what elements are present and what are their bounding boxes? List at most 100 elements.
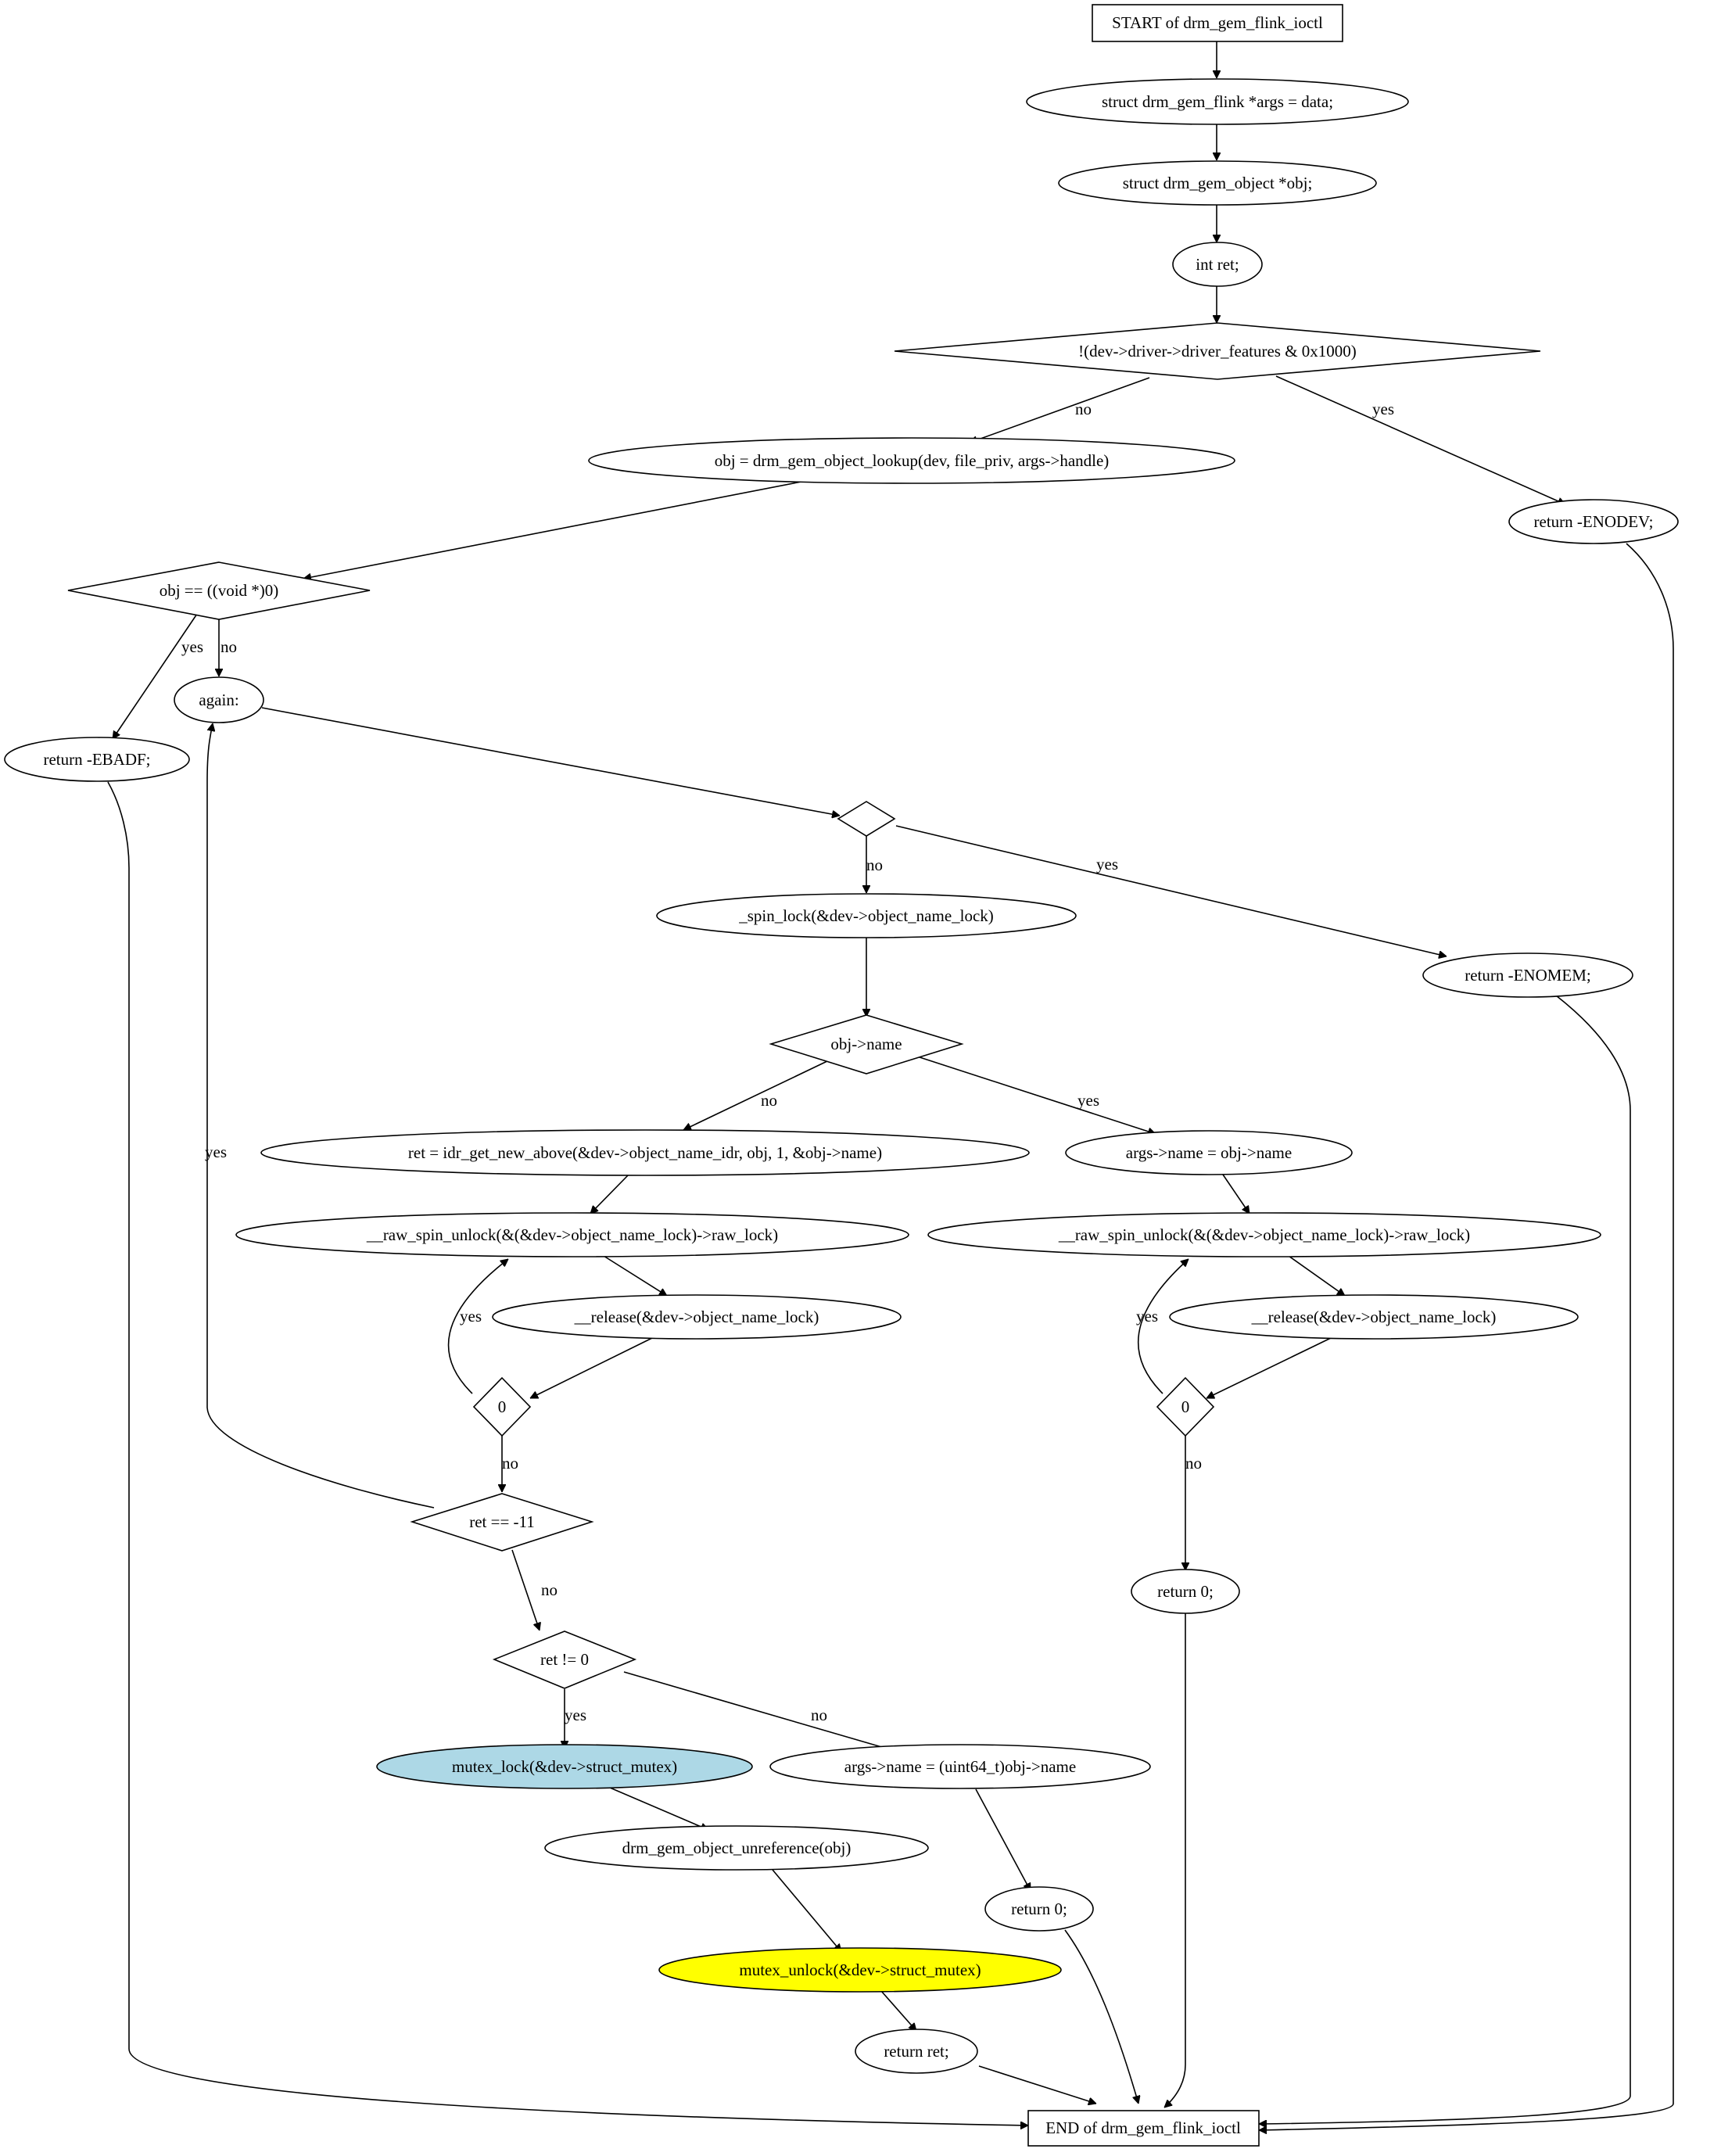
ret-nonzero-check-node: ret != 0 xyxy=(492,1630,637,1689)
edge-argscast-return xyxy=(975,1788,1031,1891)
unreference-label: drm_gem_object_unreference(obj) xyxy=(622,1839,852,1857)
edge-mutexunlock-returnret xyxy=(880,1990,916,2031)
args-name-assign-label: args->name = obj->name xyxy=(1126,1143,1292,1162)
edge-label-objnull-no: no xyxy=(221,637,237,656)
obj-decl-label: struct drm_gem_object *obj; xyxy=(1123,174,1313,192)
mutex-unlock-label: mutex_unlock(&dev->struct_mutex) xyxy=(739,1960,981,1979)
edge-enodev-end xyxy=(1259,543,1674,2130)
again-label-text: again: xyxy=(199,691,238,709)
return-ebadf-label: return -EBADF; xyxy=(43,750,150,769)
idr-get-node: ret = idr_get_new_above(&dev->object_nam… xyxy=(260,1129,1030,1176)
obj-name-check-label: obj->name xyxy=(830,1035,902,1053)
edge-label-nonzero-yes: yes xyxy=(565,1706,586,1724)
edge-returnzero-right-end xyxy=(1164,1613,1186,2108)
release-right-label: __release(&dev->object_name_lock) xyxy=(1251,1308,1497,1326)
edge-label-zero-left-yes: yes xyxy=(460,1307,482,1326)
edge-namecheck-idr xyxy=(683,1060,830,1131)
edge-enomem-end xyxy=(1259,995,1631,2124)
args-name-cast-node: args->name = (uint64_t)obj->name xyxy=(769,1744,1151,1789)
args-name-assign-node: args->name = obj->name xyxy=(1065,1130,1353,1175)
raw-unlock-right-node: __raw_spin_unlock(&(&dev->object_name_lo… xyxy=(927,1212,1601,1257)
end-node: END of drm_gem_flink_ioctl xyxy=(1027,2110,1260,2147)
return-zero-left-node: return 0; xyxy=(984,1886,1094,1932)
edge-label-zero-right-yes: yes xyxy=(1136,1307,1158,1326)
edge-eagain-again xyxy=(206,723,435,1508)
edge-label-zero-left-no: no xyxy=(502,1454,518,1473)
mutex-unlock-node: mutex_unlock(&dev->struct_mutex) xyxy=(658,1947,1062,1993)
edge-label-eagain-yes: yes xyxy=(205,1143,227,1161)
return-zero-right-label: return 0; xyxy=(1157,1582,1214,1601)
edge-again-empty xyxy=(261,707,840,816)
unreference-node: drm_gem_object_unreference(obj) xyxy=(544,1825,929,1871)
edge-unreference-mutexunlock xyxy=(772,1869,841,1952)
zero-check-right-label: 0 xyxy=(1181,1397,1190,1416)
edge-namecheck-argsname xyxy=(914,1055,1156,1134)
zero-check-left-label: 0 xyxy=(498,1397,507,1416)
edge-label-zero-right-no: no xyxy=(1185,1454,1202,1473)
mutex-lock-node: mutex_lock(&dev->struct_mutex) xyxy=(376,1744,753,1789)
ret-decl-node: int ret; xyxy=(1172,242,1263,287)
edge-feature-enodev xyxy=(1275,375,1565,504)
ret-eagain-check-node: ret == -11 xyxy=(410,1493,594,1552)
obj-null-check-node: obj == ((void *)0) xyxy=(67,561,371,620)
ret-nonzero-check-label: ret != 0 xyxy=(540,1650,589,1669)
edge-release-zero-right xyxy=(1206,1337,1332,1399)
raw-unlock-right-label: __raw_spin_unlock(&(&dev->object_name_lo… xyxy=(1058,1225,1470,1244)
edge-empty-enomem xyxy=(895,825,1447,956)
return-zero-left-label: return 0; xyxy=(1011,1900,1067,1918)
edge-rawunlock-release-right xyxy=(1288,1255,1345,1297)
return-ebadf-node: return -EBADF; xyxy=(4,737,190,782)
edges xyxy=(107,41,1674,2130)
edge-nonzero-argscast xyxy=(623,1671,898,1752)
return-enodev-node: return -ENODEV; xyxy=(1508,499,1679,544)
zero-check-left-node: 0 xyxy=(472,1376,532,1437)
edge-label-empty-yes: yes xyxy=(1096,855,1118,874)
edge-ebadf-end xyxy=(107,781,1028,2126)
edge-mutexlock-unreference xyxy=(609,1787,708,1830)
feature-check-node: !(dev->driver->driver_features & 0x1000) xyxy=(894,322,1541,380)
return-zero-right-node: return 0; xyxy=(1131,1569,1240,1614)
edge-objnull-ebadf xyxy=(112,613,198,739)
edge-label-feature-yes: yes xyxy=(1372,400,1394,418)
nodes: START of drm_gem_flink_ioctl struct drm_… xyxy=(4,4,1679,2147)
args-name-cast-label: args->name = (uint64_t)obj->name xyxy=(844,1757,1076,1776)
release-right-node: __release(&dev->object_name_lock) xyxy=(1169,1294,1579,1340)
empty-check-node xyxy=(837,801,896,837)
mutex-lock-label: mutex_lock(&dev->struct_mutex) xyxy=(452,1757,677,1776)
release-left-node: __release(&dev->object_name_lock) xyxy=(492,1294,902,1340)
obj-name-check-node: obj->name xyxy=(769,1014,964,1074)
release-left-label: __release(&dev->object_name_lock) xyxy=(574,1308,819,1326)
edge-rawunlock-release-left xyxy=(603,1255,667,1297)
edge-label-name-no: no xyxy=(761,1091,777,1110)
edge-zero-left-loop xyxy=(447,1259,508,1394)
edge-label-name-yes: yes xyxy=(1077,1091,1099,1110)
edge-eagain-nonzero xyxy=(511,1549,540,1630)
edge-returnret-end xyxy=(978,2065,1096,2104)
return-enodev-label: return -ENODEV; xyxy=(1534,512,1654,531)
return-enomem-label: return -ENOMEM; xyxy=(1465,966,1591,985)
obj-null-check-label: obj == ((void *)0) xyxy=(160,581,279,600)
edge-idr-rawunlock-left xyxy=(590,1173,630,1214)
raw-unlock-left-node: __raw_spin_unlock(&(&dev->object_name_lo… xyxy=(235,1212,909,1257)
edge-label-empty-no: no xyxy=(866,856,883,874)
edge-feature-lookup xyxy=(970,377,1150,443)
return-enomem-node: return -ENOMEM; xyxy=(1422,952,1633,998)
raw-unlock-left-label: __raw_spin_unlock(&(&dev->object_name_lo… xyxy=(366,1225,778,1244)
ret-eagain-check-label: ret == -11 xyxy=(469,1512,535,1531)
ret-decl-label: int ret; xyxy=(1196,255,1239,274)
spin-lock-node: _spin_lock(&dev->object_name_lock) xyxy=(656,893,1077,938)
args-decl-node: struct drm_gem_flink *args = data; xyxy=(1026,78,1409,125)
obj-decl-node: struct drm_gem_object *obj; xyxy=(1058,160,1377,206)
lookup-node: obj = drm_gem_object_lookup(dev, file_pr… xyxy=(588,437,1235,484)
start-node: START of drm_gem_flink_ioctl xyxy=(1092,4,1343,42)
edge-label-objnull-yes: yes xyxy=(181,637,203,656)
idr-get-label: ret = idr_get_new_above(&dev->object_nam… xyxy=(408,1143,882,1162)
spin-lock-label: _spin_lock(&dev->object_name_lock) xyxy=(738,906,994,925)
return-ret-node: return ret; xyxy=(855,2029,978,2074)
start-label: START of drm_gem_flink_ioctl xyxy=(1112,13,1323,32)
edge-argsname-rawunlock-right xyxy=(1222,1174,1250,1214)
end-label: END of drm_gem_flink_ioctl xyxy=(1045,2118,1241,2137)
edge-label-nonzero-no: no xyxy=(811,1706,827,1724)
edge-release-zero-left xyxy=(530,1337,653,1399)
